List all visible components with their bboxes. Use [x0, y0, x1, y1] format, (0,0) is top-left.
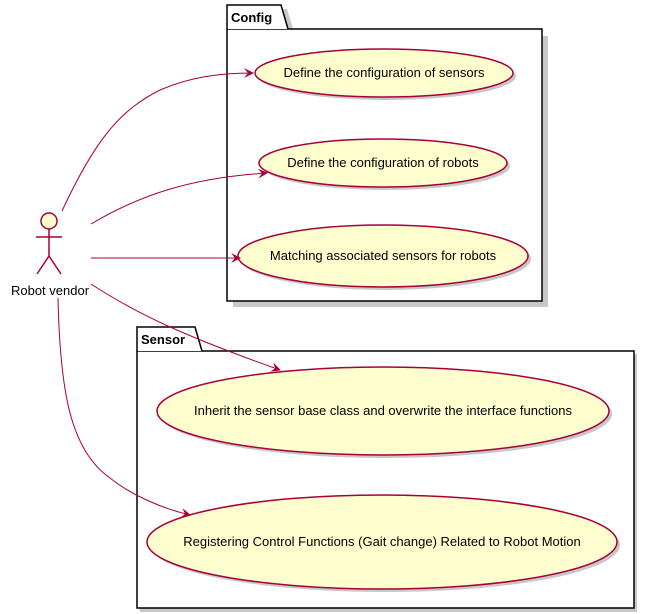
arrow-to-inherit-sensor	[90, 283, 281, 372]
usecase-inherit-sensor-base[interactable]: Inherit the sensor base class and overwr…	[156, 366, 612, 458]
usecase-label: Define the configuration of sensors	[284, 65, 485, 80]
package-sensor-title: Sensor	[141, 332, 185, 347]
usecase-matching-sensors[interactable]: Matching associated sensors for robots	[237, 224, 531, 290]
usecase-label: Registering Control Functions (Gait chan…	[183, 534, 580, 549]
actor-stick-figure-icon	[36, 212, 62, 275]
arrow-to-sensors-config	[61, 68, 254, 212]
actor-label: Robot vendor	[11, 283, 90, 298]
usecase-label: Inherit the sensor base class and overwr…	[194, 403, 572, 418]
package-config-title: Config	[231, 10, 272, 25]
arrow-to-register-control	[57, 297, 191, 518]
usecase-define-sensors-config[interactable]: Define the configuration of sensors	[254, 48, 516, 100]
usecase-define-robots-config[interactable]: Define the configuration of robots	[258, 138, 510, 190]
arrow-to-robots-config	[90, 168, 268, 225]
usecase-label: Matching associated sensors for robots	[270, 248, 497, 263]
usecase-register-control-functions[interactable]: Registering Control Functions (Gait chan…	[146, 494, 620, 592]
usecase-label: Define the configuration of robots	[287, 155, 479, 170]
actor-robot-vendor[interactable]: Robot vendor	[11, 212, 90, 298]
arrows	[57, 68, 281, 518]
